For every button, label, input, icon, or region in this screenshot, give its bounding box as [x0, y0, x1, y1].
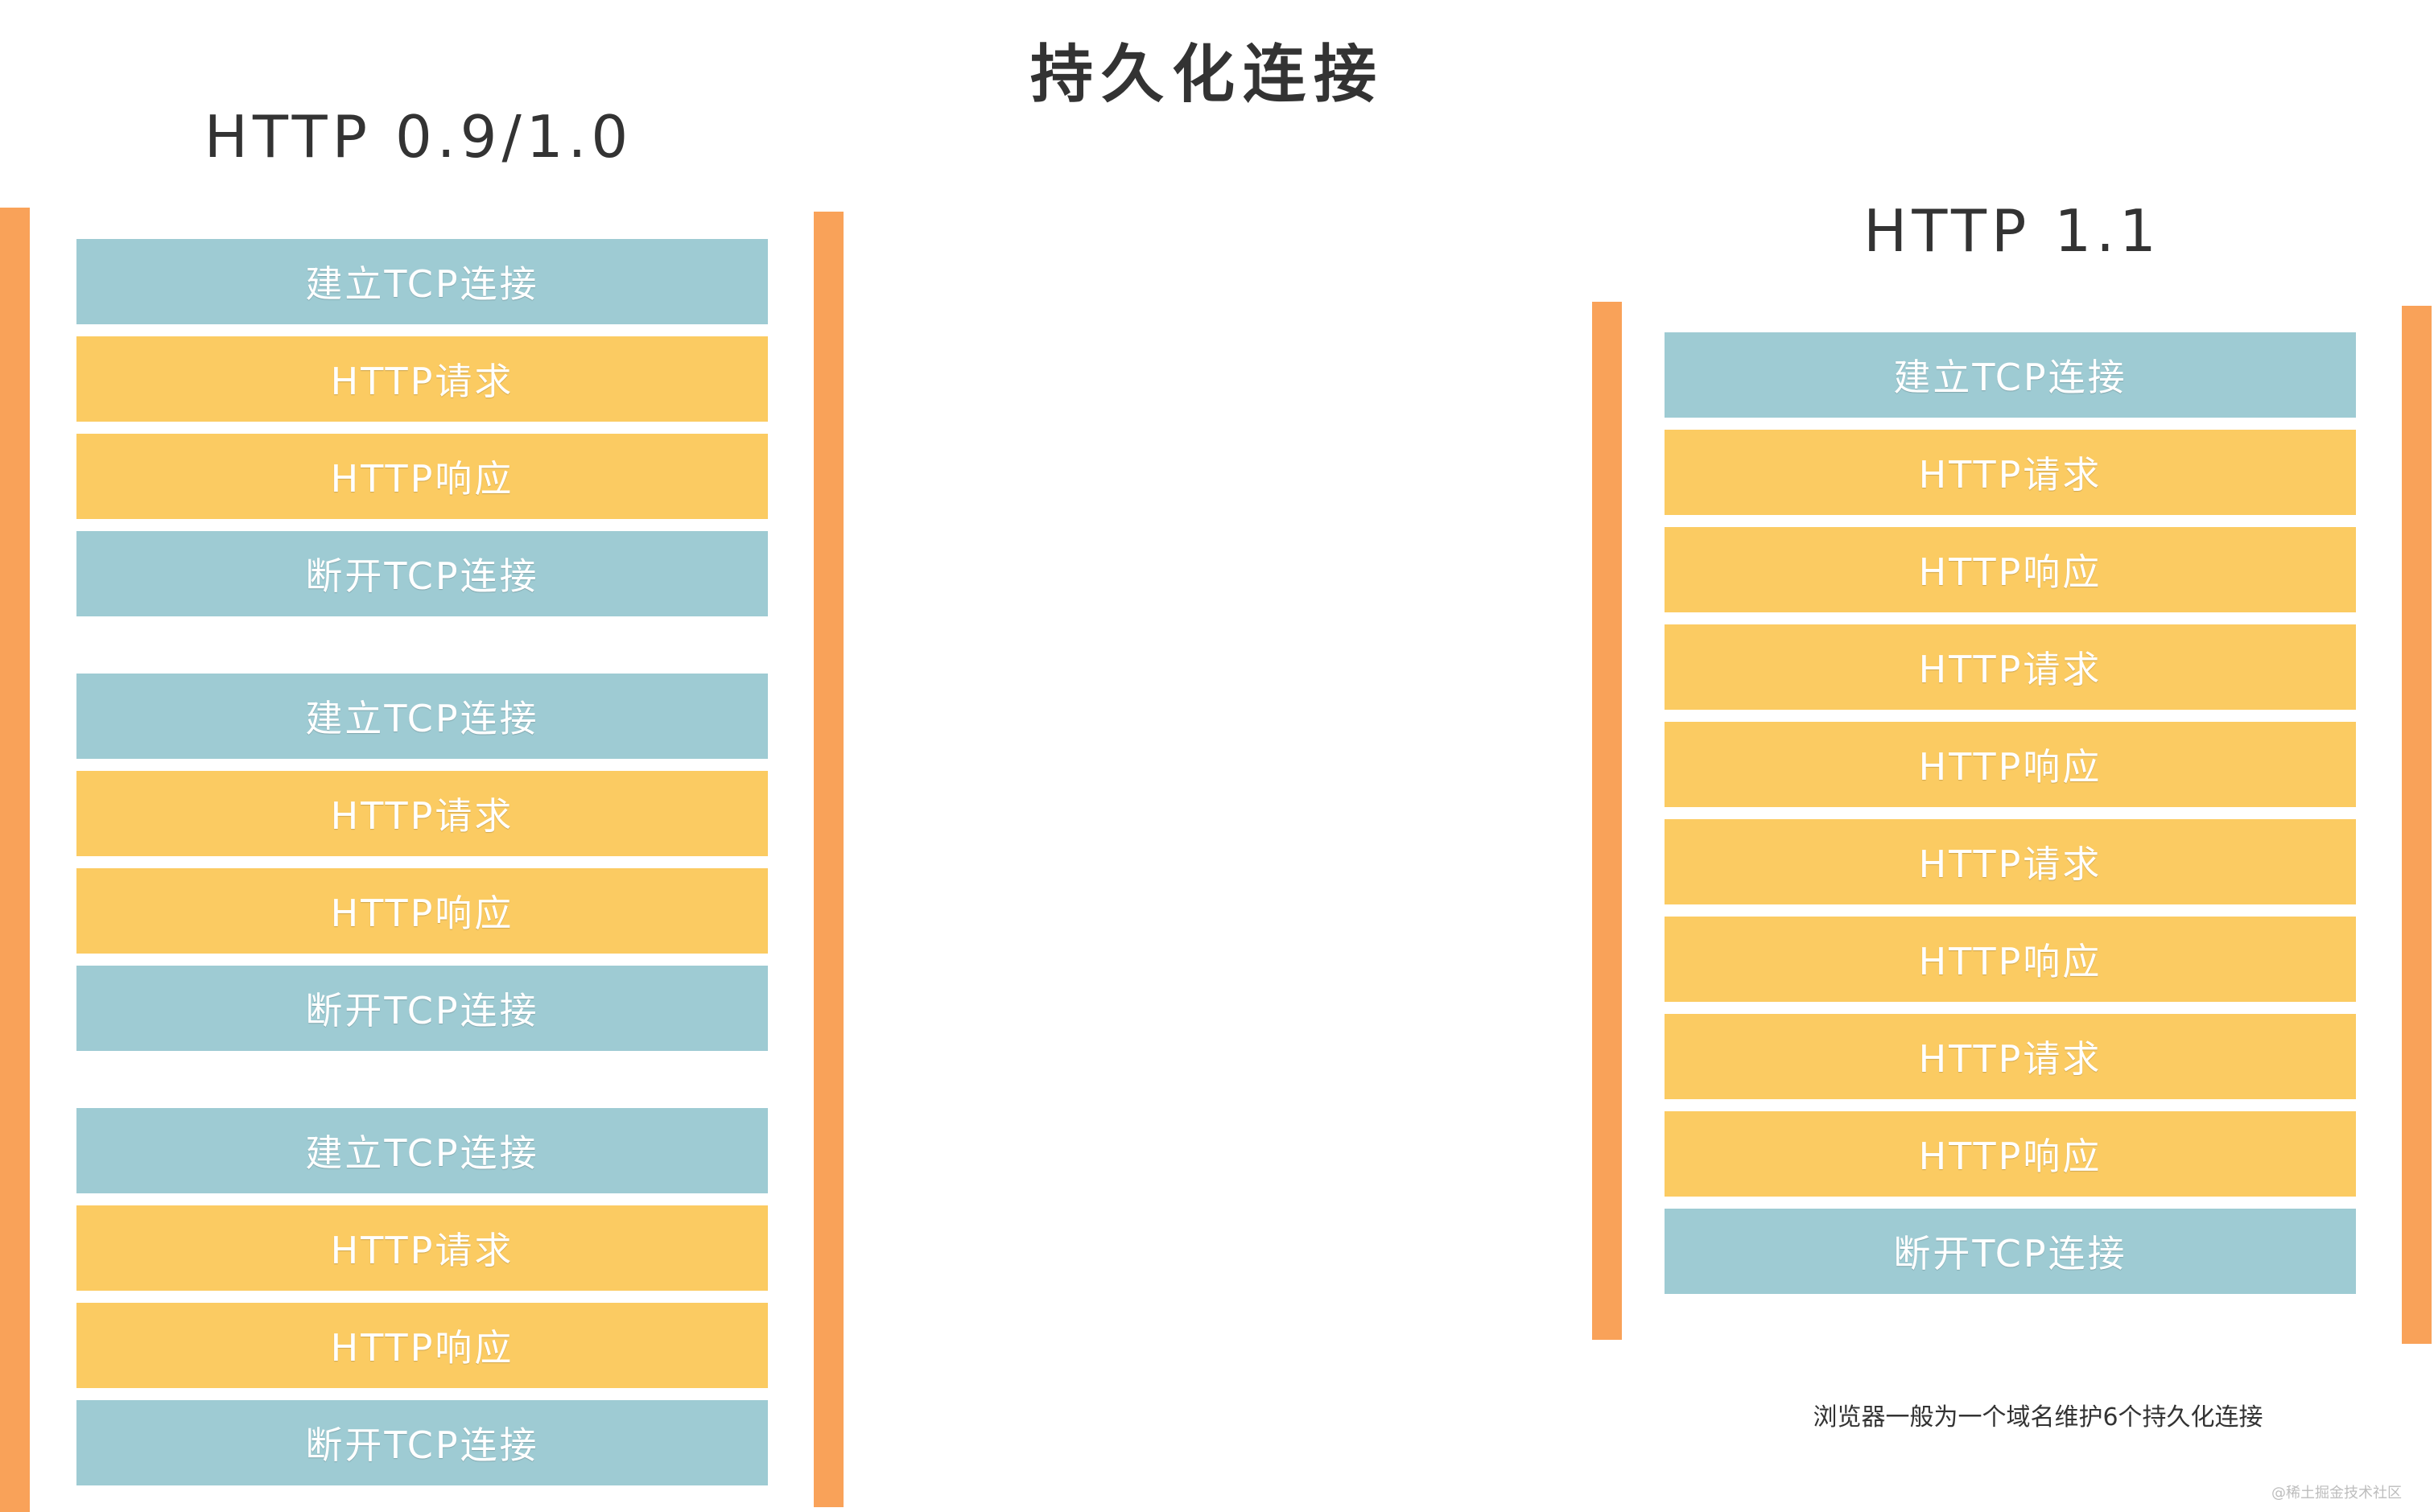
right-response-2: HTTP响应 [1665, 722, 2356, 807]
left-group-2-open-tcp: 建立TCP连接 [76, 674, 768, 759]
left-group-spacer-1 [76, 628, 768, 674]
right-outer-rail [1592, 302, 1622, 1340]
left-group-2-close-tcp: 断开TCP连接 [76, 966, 768, 1051]
left-outer-rail [0, 208, 30, 1512]
left-group-1-open-tcp: 建立TCP连接 [76, 239, 768, 324]
right-close-tcp: 断开TCP连接 [1665, 1209, 2356, 1294]
right-response-1: HTTP响应 [1665, 527, 2356, 612]
left-group-2-response: HTTP响应 [76, 868, 768, 954]
left-group-1-close-tcp: 断开TCP连接 [76, 531, 768, 616]
left-group-2-request: HTTP请求 [76, 771, 768, 856]
right-request-3: HTTP请求 [1665, 819, 2356, 904]
page-title: 持久化连接 [1029, 39, 1384, 111]
right-request-4: HTTP请求 [1665, 1014, 2356, 1099]
watermark: @稀土掘金技术社区 [2271, 1485, 2402, 1502]
right-response-3: HTTP响应 [1665, 917, 2356, 1002]
left-group-spacer-2 [76, 1063, 768, 1108]
right-connection-stack: 建立TCP连接 HTTP请求 HTTP响应 HTTP请求 HTTP响应 HTTP… [1665, 332, 2356, 1306]
right-section-title: HTTP 1.1 [1863, 197, 2161, 265]
left-connection-stack: 建立TCP连接 HTTP请求 HTTP响应 断开TCP连接 建立TCP连接 HT… [76, 239, 768, 1498]
right-request-2: HTTP请求 [1665, 624, 2356, 710]
right-open-tcp: 建立TCP连接 [1665, 332, 2356, 418]
right-inner-rail [2402, 306, 2432, 1344]
connection-limit-note: 浏览器一般为一个域名维护6个持久化连接 [1813, 1403, 2263, 1432]
right-request-1: HTTP请求 [1665, 430, 2356, 515]
left-section-title: HTTP 0.9/1.0 [204, 103, 633, 171]
right-response-4: HTTP响应 [1665, 1111, 2356, 1197]
left-group-3-request: HTTP请求 [76, 1205, 768, 1291]
left-inner-rail [814, 212, 844, 1507]
left-group-3-response: HTTP响应 [76, 1303, 768, 1388]
left-group-1-request: HTTP请求 [76, 336, 768, 422]
left-group-1-response: HTTP响应 [76, 434, 768, 519]
left-group-3-open-tcp: 建立TCP连接 [76, 1108, 768, 1193]
left-group-3-close-tcp: 断开TCP连接 [76, 1400, 768, 1485]
